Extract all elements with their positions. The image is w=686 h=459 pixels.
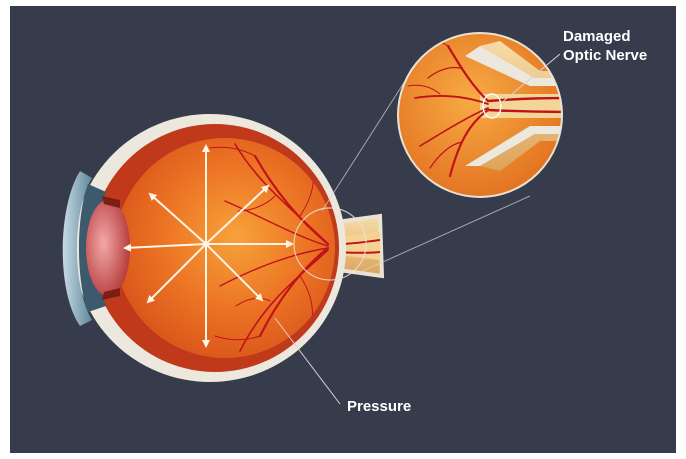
retina bbox=[115, 138, 335, 358]
damaged-label-line1: Damaged bbox=[563, 27, 647, 46]
eye-illustration bbox=[10, 6, 676, 453]
inset-leader-top bbox=[322, 81, 405, 211]
magnified-inset-icon bbox=[398, 33, 570, 197]
pressure-label: Pressure bbox=[347, 397, 411, 416]
lens bbox=[86, 200, 130, 296]
damaged-optic-nerve-label: Damaged Optic Nerve bbox=[563, 27, 647, 65]
glaucoma-diagram: Damaged Optic Nerve Pressure bbox=[10, 6, 676, 453]
damaged-label-line2: Optic Nerve bbox=[563, 46, 647, 65]
